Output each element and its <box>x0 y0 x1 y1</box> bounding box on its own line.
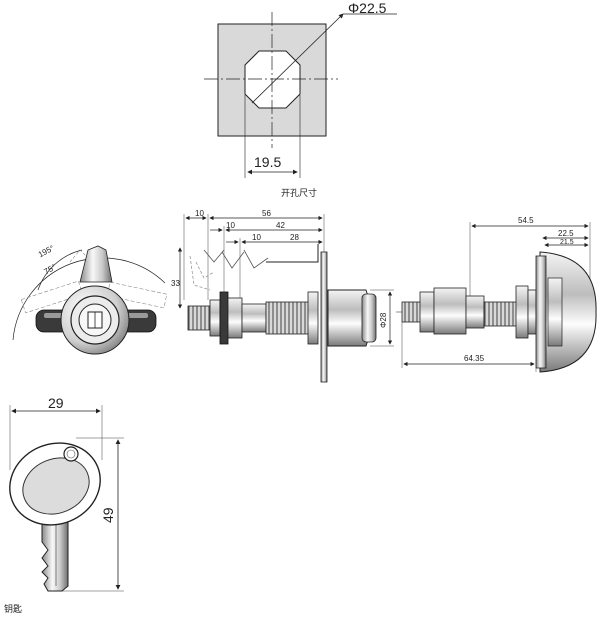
mount-nut-right <box>515 285 529 339</box>
side-view: 10 56 10 42 10 28 33 <box>171 209 394 383</box>
cam-flat-arm <box>266 244 319 263</box>
dim-10-a: 10 <box>195 209 204 218</box>
thread-end <box>401 301 423 323</box>
cam-ghost-side-5 <box>195 261 215 279</box>
rotation-inner-label: 75° <box>43 262 58 276</box>
front-view: 195° 75° <box>12 244 168 355</box>
wing-top <box>79 245 113 283</box>
door-panel <box>320 251 328 383</box>
key-height-label: 49 <box>100 507 116 523</box>
diameter-leader <box>251 13 344 104</box>
nut-1 <box>209 299 221 337</box>
key-drawing: 29 49 钥匙 <box>4 395 124 615</box>
dim-22-5: 22.5 <box>558 229 574 238</box>
key-caption: 钥匙 <box>4 603 22 615</box>
cutout-width-label: 19.5 <box>254 154 281 170</box>
shaft-thread-left <box>187 305 213 331</box>
cutout-hole <box>244 50 301 109</box>
dome-base <box>535 255 547 369</box>
spacer <box>241 303 267 333</box>
nut-a <box>419 291 435 333</box>
cam-side <box>219 291 229 345</box>
dim-phi28: Φ28 <box>379 312 388 328</box>
dim-33: 33 <box>171 279 180 288</box>
nut-b <box>433 287 467 335</box>
dim-28: 28 <box>290 233 299 242</box>
cam-ghost-1 <box>20 280 84 314</box>
nut-2 <box>227 297 243 339</box>
cam-ghost-side-3 <box>221 251 245 269</box>
dim-56: 56 <box>262 209 271 218</box>
key-blade <box>41 519 69 592</box>
key-width-label: 29 <box>48 395 64 411</box>
rotation-arc-outer <box>12 257 166 341</box>
dim-21-5: 21.5 <box>560 239 574 246</box>
cutout-diameter-label: Φ22.5 <box>348 0 387 16</box>
cutout-diagram: Φ22.5 19.5 开孔尺寸 <box>204 0 397 199</box>
cutout-caption: 开孔尺寸 <box>281 187 317 199</box>
cam-ghost-side-1 <box>189 255 211 291</box>
shaft-thread-right <box>265 301 311 335</box>
right-view: 54.5 22.5 21.5 64.35 <box>396 216 597 373</box>
dim-10-b: 10 <box>226 221 235 230</box>
key-ring-hole-inner <box>66 449 76 459</box>
dim-54-5: 54.5 <box>518 216 534 225</box>
dim-42: 42 <box>276 221 285 230</box>
key-head-inner <box>22 457 90 515</box>
dim-10-c: 10 <box>252 233 261 242</box>
dim-64-35: 64.35 <box>464 354 485 363</box>
dome-ring <box>547 277 563 347</box>
spacer-right <box>465 295 485 329</box>
cam-ghost-side-4 <box>243 249 269 269</box>
rotation-arc-inner <box>37 249 83 291</box>
lock-head-rim <box>361 293 377 343</box>
mount-nut <box>307 291 319 345</box>
cam-ghost-side-2 <box>203 249 225 263</box>
shaft-right <box>483 301 519 327</box>
washer-right <box>527 289 537 335</box>
rotation-outer-label: 195° <box>37 244 56 260</box>
